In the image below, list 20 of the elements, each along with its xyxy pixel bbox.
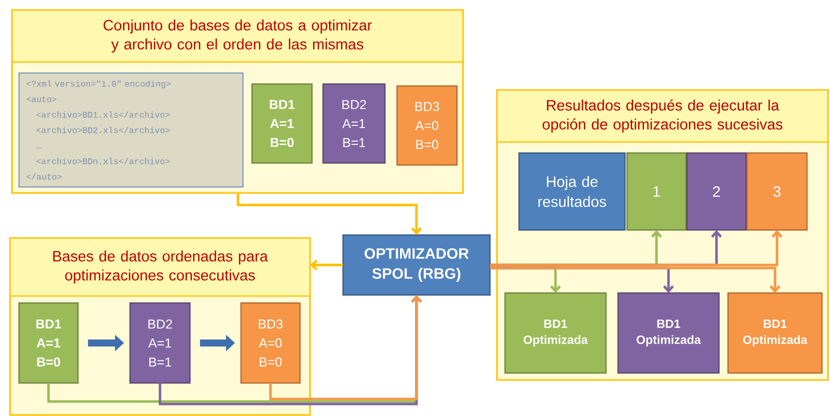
database-box: BD2 A=1 B=1 [129,302,191,384]
arrow [310,260,343,270]
database-box: BD1 A=1 B=0 [251,83,313,164]
optimized-database-box: BD1 Optimizada [617,292,720,374]
arrow [236,193,422,235]
database-box: BD3 A=0 B=0 [396,85,458,166]
optimized-database-box: BD1 Optimizada [727,292,823,374]
arrow [490,230,782,266]
result-cell: 2 [686,152,747,231]
result-cell: Hoja de resultados [518,152,626,231]
optimizer-box: OPTIMIZADOR SPOL (RBG) [342,234,491,296]
optimized-database-box: BD1 Optimizada [504,292,607,374]
arrow [269,295,422,400]
code-listing: <?xml version="1.0" encoding> <auto> <archivo>BD1.xls</archivo> <archivo>BD2.xls</archivo> … <archivo>BDn.xls</archivo> </auto> [18,72,244,188]
result-cell: 3 [746,152,808,231]
database-box: BD3 A=0 B=0 [240,302,301,384]
database-box: BD1 A=1 B=0 [18,302,79,384]
database-box: BD2 A=1 B=1 [322,83,386,164]
result-cell: 1 [626,152,687,231]
arrow [490,266,780,293]
